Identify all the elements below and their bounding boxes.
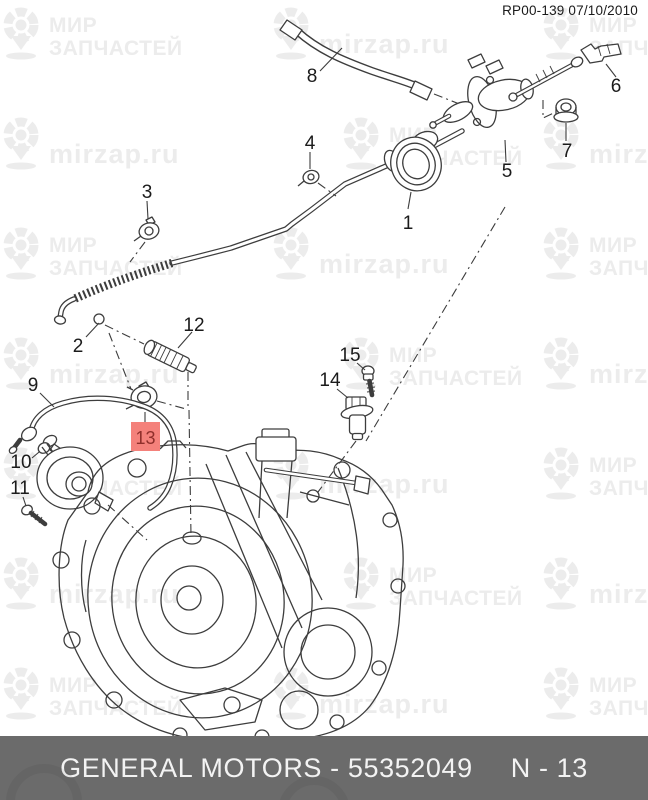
part-callout-5[interactable]: 5 [502,161,513,182]
part-callout-4[interactable]: 4 [305,133,316,154]
watermark-url-text: mirzap.ru [49,139,180,169]
footer-page-ref: N - 13 [510,752,588,783]
map-pin-gear-logo [343,117,379,170]
part-3-pipe-clip [129,200,160,263]
part-callout-2[interactable]: 2 [73,336,84,357]
map-pin-gear-logo [543,7,579,60]
part-4-pipe-clip [297,152,337,197]
part-callout-14[interactable]: 14 [319,370,341,391]
map-pin-gear-logo [273,227,309,280]
watermark-url-text: mirzap.ru [319,29,450,59]
map-pin-gear-logo [543,447,579,500]
part-15-screw [356,362,376,398]
watermark-url-mark: mirzap.ru [0,115,180,171]
watermark-url-text: mirzap.ru [589,139,648,169]
part-callout-12[interactable]: 12 [183,315,204,336]
map-pin-gear-logo [3,667,39,720]
part-pushrod [508,56,584,119]
part-8-hose [279,19,463,106]
map-pin-gear-logo [343,557,379,610]
map-pin-gear-logo [3,337,39,390]
footer-brand-part-number: GENERAL MOTORS - 55352049 [60,752,473,783]
part-5-master-cylinder [429,53,534,163]
part-callout-11[interactable]: 11 [10,478,30,499]
watermark-url-text: mirzap.ru [319,249,450,279]
watermark-url-text: mirzap.ru [589,359,648,389]
highlighted-part-number: 13 [135,428,155,448]
map-pin-gear-logo [3,117,39,170]
part-callout-1[interactable]: 1 [403,213,414,234]
part-12-connector [104,324,197,407]
part-callout-6[interactable]: 6 [611,76,622,97]
part-14-sensor [317,388,374,493]
part-callout-9[interactable]: 9 [28,375,39,396]
watermark-url-mark: mirzap.ru [0,555,180,611]
doc-reference: RP00-139 07/10/2010 [502,3,638,18]
map-pin-gear-logo [3,557,39,610]
footer-bar: GENERAL MOTORS - 55352049 N - 13 [0,736,648,800]
watermark-url-text: mirzap.ru [49,579,180,609]
release-bearing [36,442,148,541]
part-11-bolt [21,496,48,527]
part-callout-8[interactable]: 8 [307,66,318,87]
part-callout-7[interactable]: 7 [562,141,573,162]
map-pin-gear-logo [3,7,39,60]
part-1-grommet [383,130,442,210]
part-7-nut [553,98,579,141]
transmission-housing [52,206,506,745]
part-callout-15[interactable]: 15 [339,345,360,366]
map-pin-gear-logo [3,447,39,500]
map-pin-gear-logo [3,227,39,280]
map-pin-gear-logo [543,557,579,610]
map-pin-gear-logo [273,667,309,720]
highlighted-part-callout[interactable]: 13 [131,412,160,451]
part-6-retainer-clip [580,43,622,78]
map-pin-gear-logo [343,337,379,390]
map-pin-gear-logo [543,227,579,280]
watermark-url-text: mirzap.ru [49,359,180,389]
map-pin-gear-logo [543,337,579,390]
watermark-url-mark: mirzap.ru [0,335,180,391]
part-callout-3[interactable]: 3 [142,182,153,203]
watermark-url-text: mirzap.ru [589,579,648,609]
watermark-url-mark: mirzap.ru [540,555,648,611]
part-9-bleed-pipe [8,392,178,511]
watermark-url-mark: mirzap.ru [540,335,648,391]
part-callout-10[interactable]: 10 [10,452,31,473]
watermark-url-mark: mirzap.ru [270,225,450,281]
map-pin-gear-logo [543,667,579,720]
